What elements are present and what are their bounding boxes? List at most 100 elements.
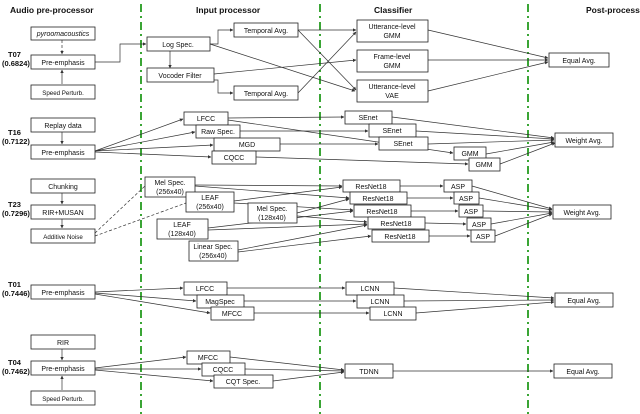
t04-preemph-label: Pre-emphasis [41,366,85,373]
t04-mfcc-label: MFCC [198,355,218,362]
t23-weight-label: Weight Avg. [563,210,600,217]
t07-logspec-box [146,36,211,52]
team-t01-score: (0.7446) [2,289,30,298]
team-t23-id: T23 [8,200,21,209]
t07-utt-vae-box [356,79,429,103]
t23-linspec-line1: Linear Spec. [193,244,232,251]
t23-res4-box [367,216,426,230]
t23-asp5-box [470,229,496,243]
pipeline-t04: RIR Pre-emphasis Speed Perturb. MFCC CQC… [30,334,613,406]
team-t04-score: (0.7462) [2,367,30,376]
t23-noise-box [30,228,96,244]
team-t16-id: T16 [8,128,21,137]
t04-rir-box [30,334,96,350]
team-labels: T07 (0.6824) T16 (0.7122) T23 (0.7296) T… [2,50,30,376]
team-t04-id: T04 [8,358,22,367]
t16-cqcc-label: CQCC [224,155,245,162]
t16-gmm2-box [468,157,501,172]
t04-tdnn-box [344,363,394,379]
t23-asp1-label: ASP [451,184,465,191]
t07-speed-box [30,84,96,100]
t07-preemph-label: Pre-emphasis [41,60,85,67]
t23-leaf2-line2: (128x40) [168,231,196,238]
t16-senet3-label: SEnet [393,141,412,148]
t16-senet3-box [378,136,429,151]
t07-equal-label: Equal Avg. [562,58,595,65]
t23-rirmusan-box [30,204,96,220]
t07-tavg1-box [233,22,299,38]
t23-res5-label: ResNet18 [384,234,415,241]
t23-asp2-box [453,191,480,205]
t23-res1-label: ResNet18 [355,184,386,191]
t23-asp3-box [458,204,484,218]
header-audio: Audio pre-processor [10,5,94,15]
t04-tdnn-label: TDNN [359,369,378,376]
t07-tavg2-label: Temporal Avg. [244,91,288,98]
t16-senet1-label: SEnet [358,115,377,122]
t23-res2-label: ResNet18 [362,196,393,203]
column-separators [140,4,529,414]
t23-melspec1-line2: (256x40) [156,189,184,196]
t23-res5-box [371,229,430,243]
t23-chunking-label: Chunking [48,184,78,191]
t16-senet2-label: SEnet [382,128,401,135]
t23-asp4-label: ASP [472,222,486,229]
t23-res2-box [349,191,408,205]
t01-mfcc-label: MFCC [222,311,242,318]
t23-leaf2-box [156,218,209,240]
t01-lcnn2-label: LCNN [370,299,389,306]
t23-weight-box [552,204,612,220]
t07-utt-gmm-line1: Utterance-level [368,24,416,31]
t16-preemph-label: Pre-emphasis [41,150,85,157]
t07-frame-gmm-box [356,49,429,73]
t23-melspec2-line1: Mel Spec. [256,206,287,213]
t04-rir-label: RIR [57,340,69,347]
t23-leaf1-line2: (256x40) [196,204,224,211]
t16-replay-box [30,117,96,133]
t07-tavg1-label: Temporal Avg. [244,28,288,35]
t16-replay-label: Replay data [44,123,81,130]
t23-noise-label: Additive Noise [43,234,83,241]
t23-melspec2-box [247,202,298,224]
pipeline-t07: pyroomacoustics Pre-emphasis Speed Pertu… [30,19,610,103]
t16-gmm1-label: GMM [461,151,478,158]
column-headers: Audio pre-processor Input processor Clas… [10,5,640,15]
t01-lfcc-label: LFCC [196,286,214,293]
t07-pyroom-label: pyroomacoustics [36,31,90,38]
t07-utt-gmm-box [356,19,429,43]
t23-melspec2-line2: (128x40) [258,215,286,222]
t07-utt-gmm-line2: GMM [383,33,400,40]
header-input: Input processor [196,5,261,15]
t01-lcnn1-label: LCNN [360,286,379,293]
t23-leaf1-line1: LEAF [201,195,219,202]
team-t16-score: (0.7122) [2,137,30,146]
t16-gmm2-label: GMM [475,162,492,169]
t16-mgd-label: MGD [239,142,255,149]
pipeline-t01: Pre-emphasis LFCC MagSpec MFCC LCNN LCNN… [30,281,614,321]
t16-weight-label: Weight Avg. [565,138,602,145]
header-post: Post-process [586,5,640,15]
t04-preemph-box [30,360,96,376]
team-t01-id: T01 [8,280,21,289]
t04-cqt-label: CQT Spec. [226,379,261,386]
t07-vocoder-box [146,67,215,83]
t07-utt-vae-line2: VAE [385,93,399,100]
t23-linspec-line2: (256x40) [199,253,227,260]
t07-tavg2-box [233,85,299,101]
team-t07-score: (0.6824) [2,59,30,68]
t04-speed-box [30,390,96,406]
t23-melspec1-line1: Mel Spec. [154,180,185,187]
t23-leaf1-box [185,191,235,213]
t01-lcnn3-label: LCNN [383,311,402,318]
t23-asp2-label: ASP [459,196,473,203]
t01-equal-box [554,292,614,308]
t16-senet1-box [344,110,393,125]
pipeline-t16: Replay data Pre-emphasis LFCC Raw Spec. … [30,110,614,172]
t01-magspec-label: MagSpec [205,299,235,306]
t23-res3-label: ResNet18 [366,209,397,216]
t23-chunking-box [30,178,96,194]
t07-vocoder-label: Vocoder Filter [158,73,202,80]
t16-rawspec-label: Raw Spec. [201,129,235,136]
t16-preemph-box [30,144,96,160]
t04-speed-label: Speed Perturb. [42,396,84,403]
